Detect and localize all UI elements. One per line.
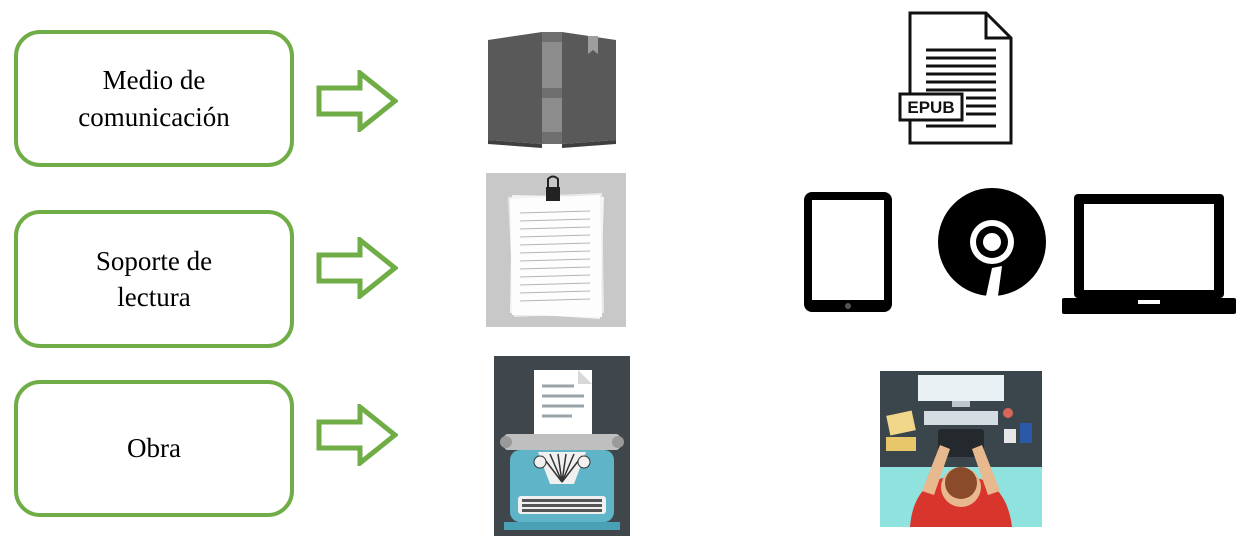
row-label: Soporte de lectura <box>96 243 212 316</box>
disc-icon <box>936 186 1048 298</box>
epub-label: EPUB <box>907 98 954 117</box>
tablet-icon <box>802 190 894 314</box>
row-label: Medio de comunicación <box>78 62 229 135</box>
box-medio-de-comunicacion: Medio de comunicación <box>14 30 294 167</box>
box-obra: Obra <box>14 380 294 517</box>
typewriter-icon <box>494 356 630 536</box>
right-arrow-icon <box>316 70 398 132</box>
laptop-icon <box>1060 192 1238 318</box>
row-label: Obra <box>127 430 181 466</box>
book-icon <box>484 28 620 148</box>
box-soporte-de-lectura: Soporte de lectura <box>14 210 294 348</box>
right-arrow-icon <box>316 237 398 299</box>
paper-sheets-icon <box>486 173 626 327</box>
right-arrow-icon <box>316 404 398 466</box>
epub-file-icon: EPUB <box>896 10 1014 146</box>
person-at-computer-icon <box>880 371 1042 527</box>
